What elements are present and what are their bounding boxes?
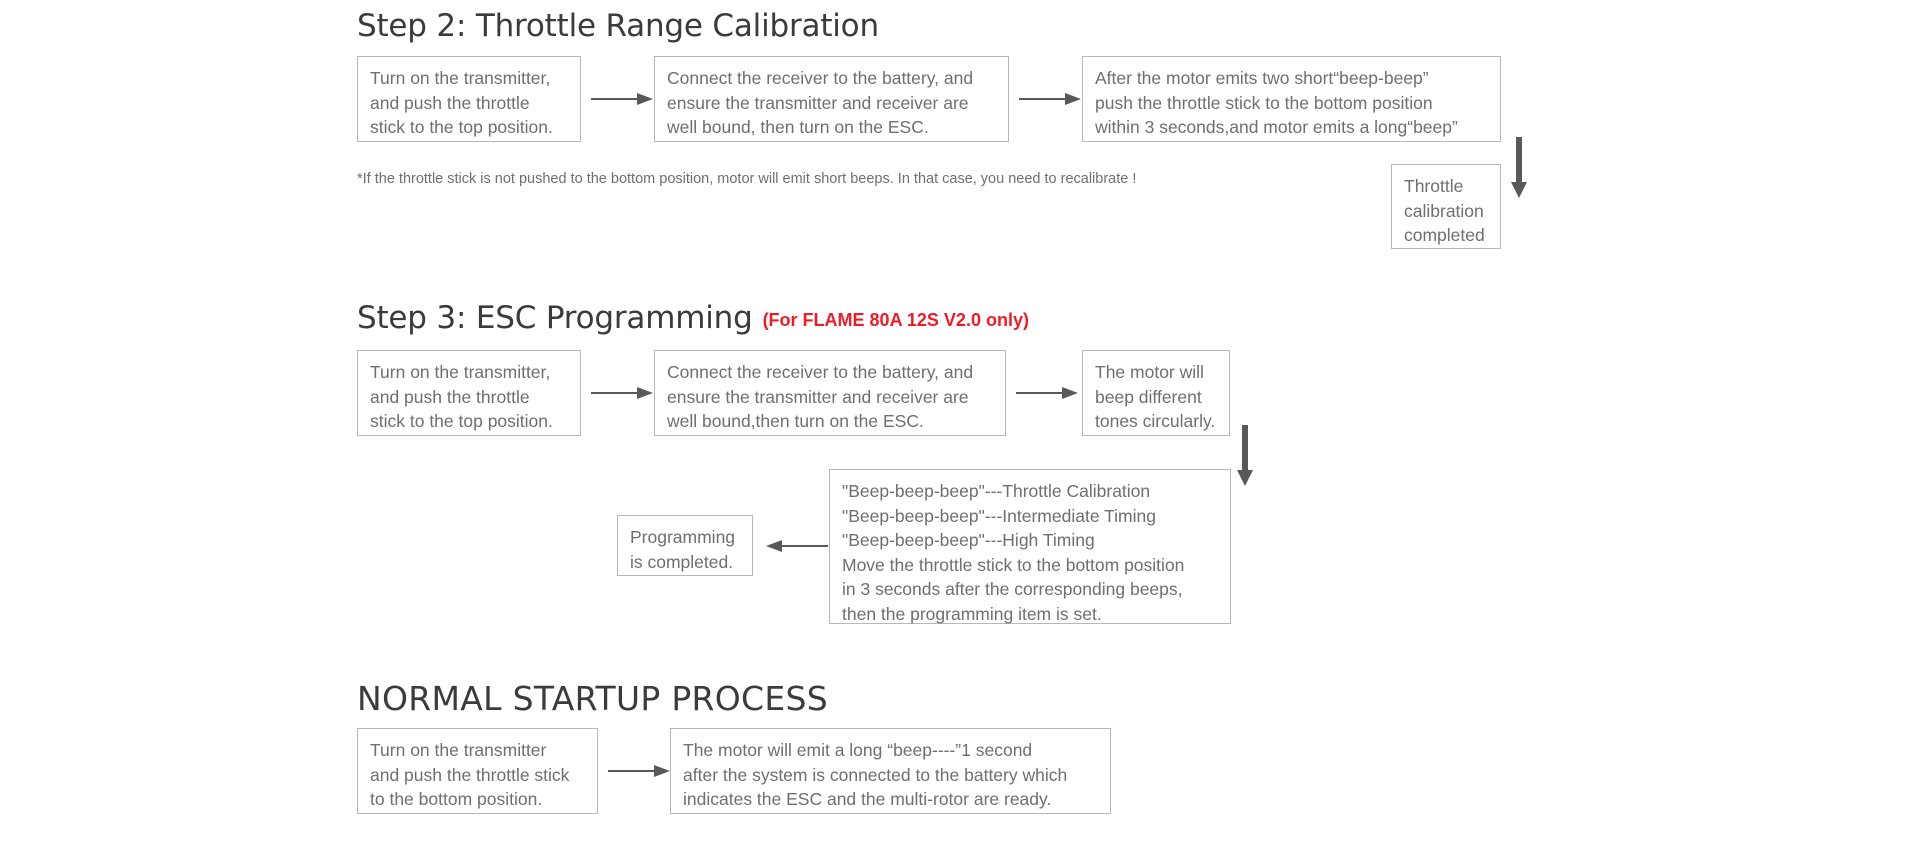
step3-box-4-beep-table: "Beep-beep-beep"---Throttle Calibration … (829, 469, 1231, 624)
step2-box-3: After the motor emits two short“beep-bee… (1082, 56, 1501, 142)
normal-startup-box-1: Turn on the transmitter and push the thr… (357, 728, 598, 814)
arrow-right-icon (1016, 384, 1079, 402)
step2-heading: Step 2: Throttle Range Calibration (357, 8, 879, 44)
step3-heading-note: (For FLAME 80A 12S V2.0 only) (762, 310, 1029, 330)
step3-box-2: Connect the receiver to the battery, and… (654, 350, 1006, 436)
arrow-down-icon (1510, 137, 1528, 199)
arrow-right-icon (608, 762, 671, 780)
arrow-right-icon (591, 384, 654, 402)
arrow-left-icon (765, 537, 828, 555)
step3-box-3: The motor will beep different tones circ… (1082, 350, 1230, 436)
arrow-down-icon (1236, 425, 1254, 487)
step3-heading: Step 3: ESC Programming (For FLAME 80A 12… (357, 300, 1029, 336)
step2-box-4-completed: Throttle calibration completed (1391, 164, 1501, 249)
step2-footnote: *If the throttle stick is not pushed to … (357, 171, 1137, 187)
arrow-right-icon (591, 90, 654, 108)
normal-startup-heading: NORMAL STARTUP PROCESS (357, 679, 829, 718)
normal-startup-box-2: The motor will emit a long “beep----”1 s… (670, 728, 1111, 814)
step2-box-2: Connect the receiver to the battery, and… (654, 56, 1009, 142)
step3-box-5-completed: Programming is completed. (617, 515, 753, 576)
step3-heading-text: Step 3: ESC Programming (357, 300, 753, 336)
arrow-right-icon (1019, 90, 1082, 108)
step2-box-1: Turn on the transmitter, and push the th… (357, 56, 581, 142)
step3-box-1: Turn on the transmitter, and push the th… (357, 350, 581, 436)
